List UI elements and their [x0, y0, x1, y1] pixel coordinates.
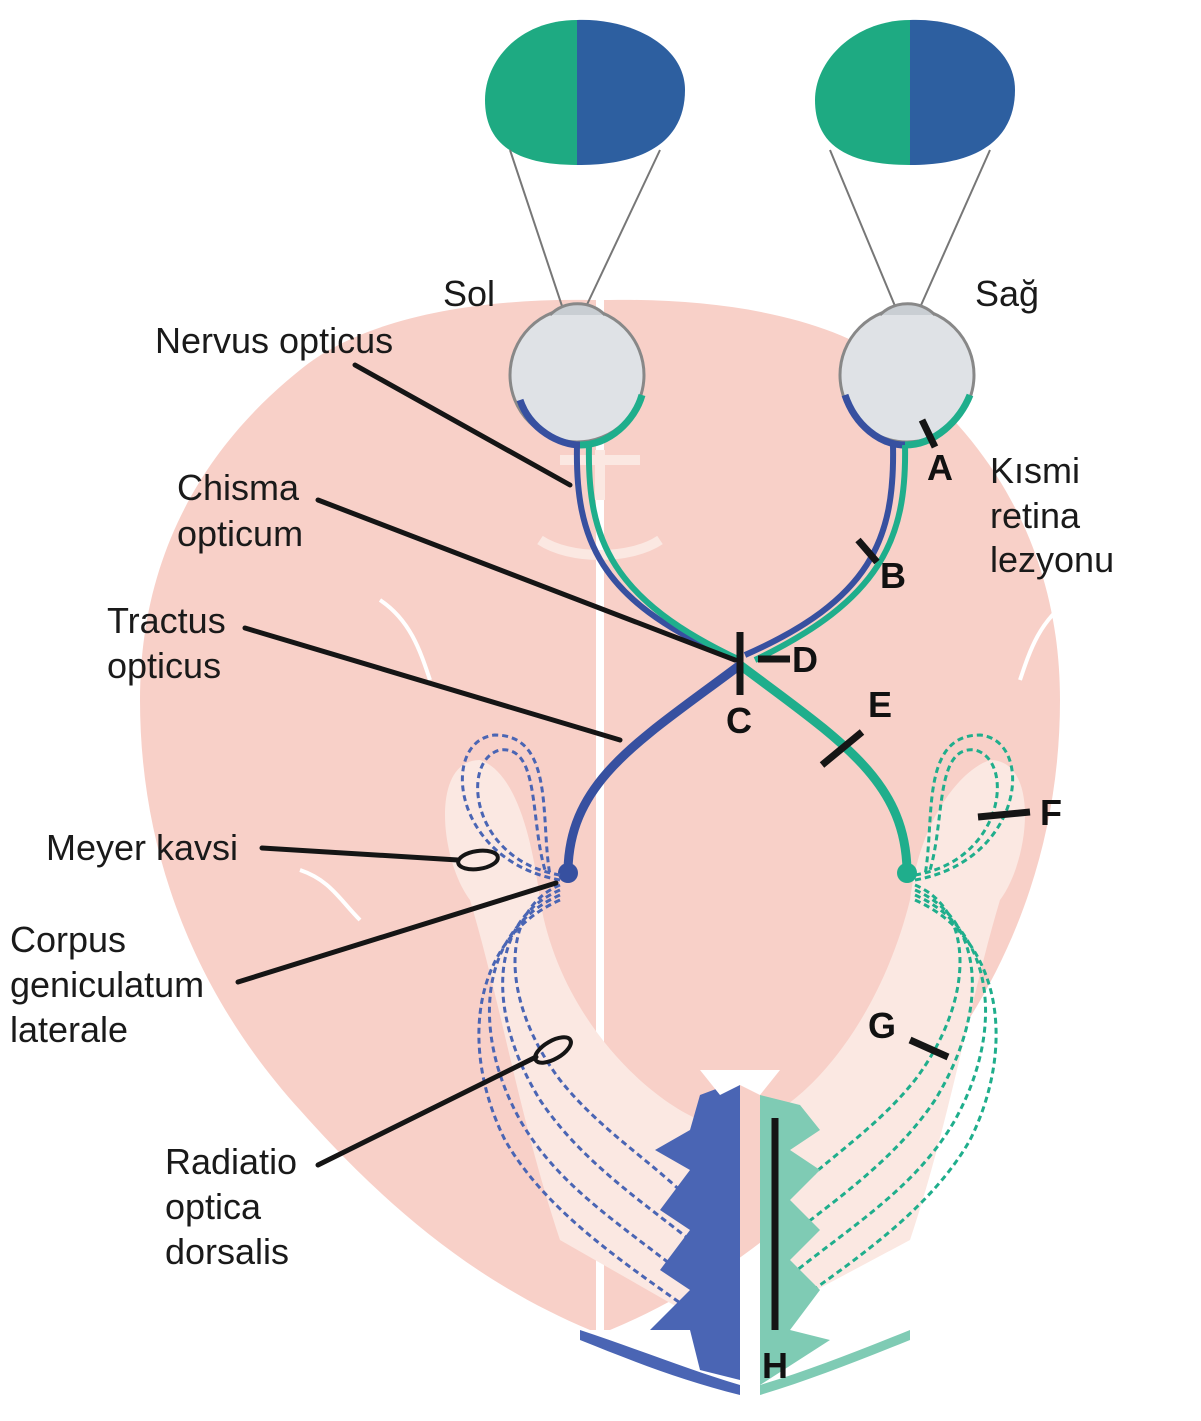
label-corpus-1: Corpus	[10, 919, 126, 960]
label-radiatio-3: dorsalis	[165, 1231, 289, 1272]
left-visual-field	[485, 20, 685, 330]
lesion-letter-e: E	[868, 684, 892, 725]
label-radiatio-1: Radiatio	[165, 1141, 297, 1182]
label-radiatio-2: optica	[165, 1186, 262, 1227]
label-meyer: Meyer kavsi	[46, 827, 238, 868]
label-corpus-2: geniculatum	[10, 964, 204, 1005]
left-field-nasal	[577, 20, 685, 165]
right-lens	[880, 304, 935, 315]
label-left-side: Sol	[443, 273, 495, 314]
lesion-letter-f: F	[1040, 792, 1062, 833]
lesion-letter-b: B	[880, 555, 906, 596]
right-eye	[840, 304, 974, 445]
label-right-side: Sağ	[975, 273, 1039, 314]
lesion-letter-c: C	[726, 700, 752, 741]
right-field-ray-1	[830, 150, 905, 330]
left-field-temporal	[485, 20, 577, 165]
lesion-letter-h: H	[762, 1345, 788, 1386]
label-retina-2: retina	[990, 495, 1081, 536]
right-field-temporal	[815, 20, 910, 165]
label-chisma-1: Chisma	[177, 467, 300, 508]
label-nervus-opticus: Nervus opticus	[155, 320, 393, 361]
label-corpus-3: laterale	[10, 1009, 128, 1050]
label-retina-3: lezyonu	[990, 539, 1114, 580]
label-retina-1: Kısmi	[990, 450, 1080, 491]
label-chisma-2: opticum	[177, 513, 303, 554]
label-tractus-2: opticus	[107, 645, 221, 686]
left-lgn	[558, 863, 578, 883]
right-field-nasal	[910, 20, 1015, 165]
lesion-letter-a: A	[927, 447, 953, 488]
label-tractus-1: Tractus	[107, 600, 226, 641]
lesion-letter-g: G	[868, 1005, 896, 1046]
lesion-f-bar	[978, 812, 1030, 817]
right-lgn	[897, 863, 917, 883]
lesion-letter-d: D	[792, 639, 818, 680]
sulcus-right-2	[1040, 870, 1100, 920]
